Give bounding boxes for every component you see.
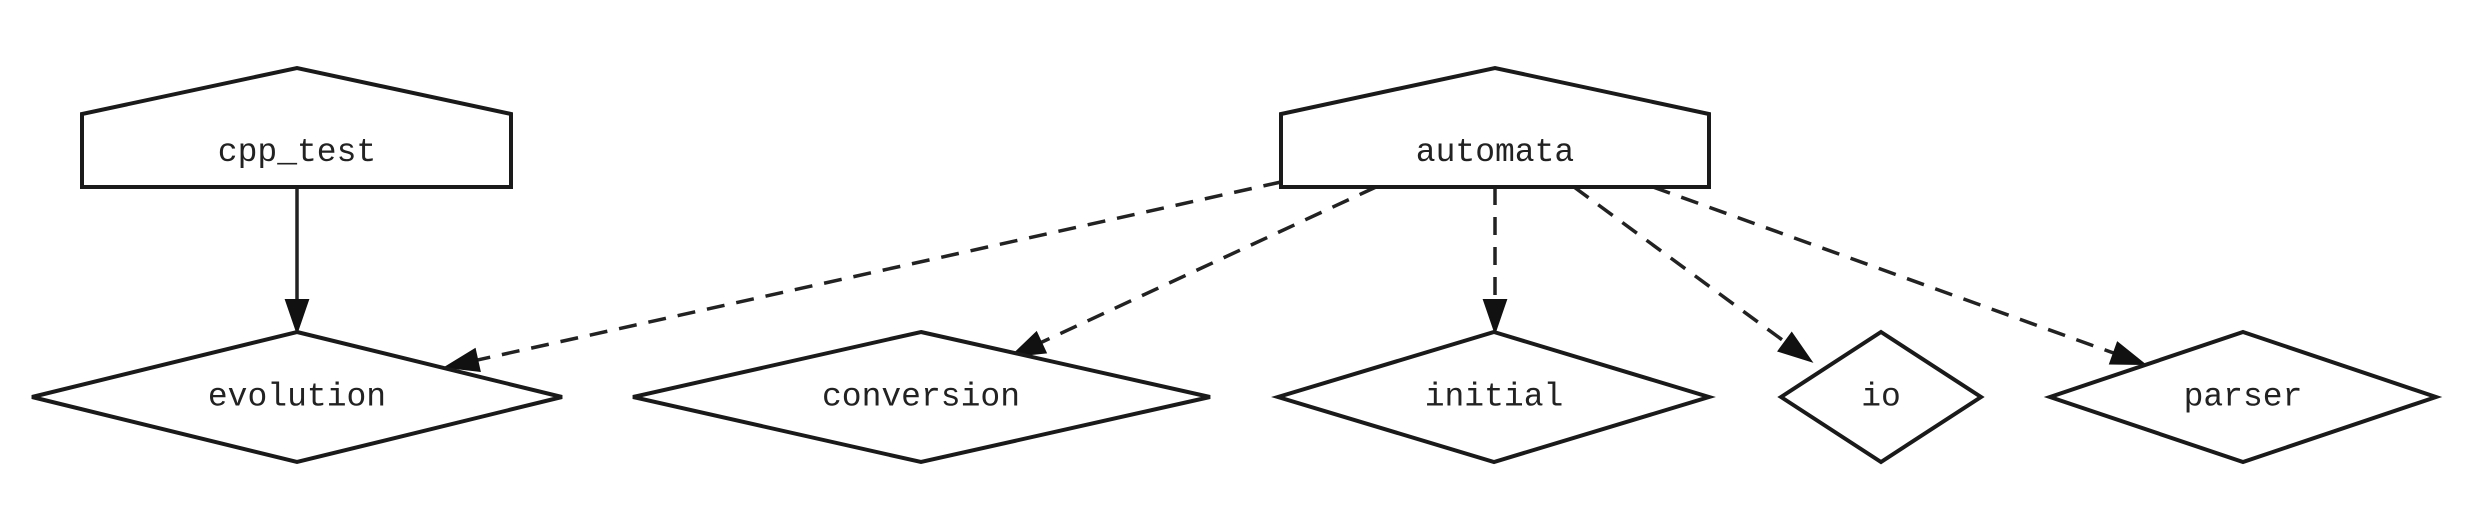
edge-automata-to-parser xyxy=(1652,185,2147,366)
edge-line xyxy=(476,180,1282,362)
arrowhead-icon xyxy=(2108,341,2147,366)
diamond-shape xyxy=(1777,329,1985,465)
node-conversion[interactable]: conversion xyxy=(632,329,1211,465)
edge-automata-to-conversion xyxy=(1009,185,1377,358)
node-initial[interactable]: initial xyxy=(1271,329,1716,465)
diamond-shape xyxy=(1271,329,1716,465)
node-io[interactable]: io xyxy=(1777,329,1985,465)
edge-automata-to-evolution xyxy=(442,180,1282,372)
node-parser[interactable]: parser xyxy=(2043,329,2443,465)
node-label: automata xyxy=(1416,134,1574,171)
arrowhead-icon xyxy=(442,347,481,372)
diamond-shape xyxy=(31,329,563,465)
edge-automata-to-io xyxy=(1572,185,1814,363)
edge-line xyxy=(1040,185,1377,345)
node-label: io xyxy=(1861,379,1901,416)
node-label: evolution xyxy=(208,379,386,416)
edge-cpp_test-to-evolution xyxy=(284,187,310,336)
node-cpp_test[interactable]: cpp_test xyxy=(80,65,513,189)
diamond-shape xyxy=(2043,329,2443,465)
diamond-shape xyxy=(632,329,1211,465)
arrowhead-icon xyxy=(1777,331,1814,363)
edge-line xyxy=(1652,185,2115,355)
edge-automata-to-initial xyxy=(1482,187,1508,336)
node-label: cpp_test xyxy=(218,134,376,171)
house-shape xyxy=(80,65,513,189)
edge-line xyxy=(1572,185,1787,344)
arrowhead-icon xyxy=(284,299,310,336)
node-evolution[interactable]: evolution xyxy=(31,329,563,465)
node-label: parser xyxy=(2184,379,2303,416)
arrowhead-icon xyxy=(1482,299,1508,336)
house-shape xyxy=(1279,65,1711,189)
node-automata[interactable]: automata xyxy=(1279,65,1711,189)
node-label: conversion xyxy=(822,379,1020,416)
node-label: initial xyxy=(1425,379,1564,416)
